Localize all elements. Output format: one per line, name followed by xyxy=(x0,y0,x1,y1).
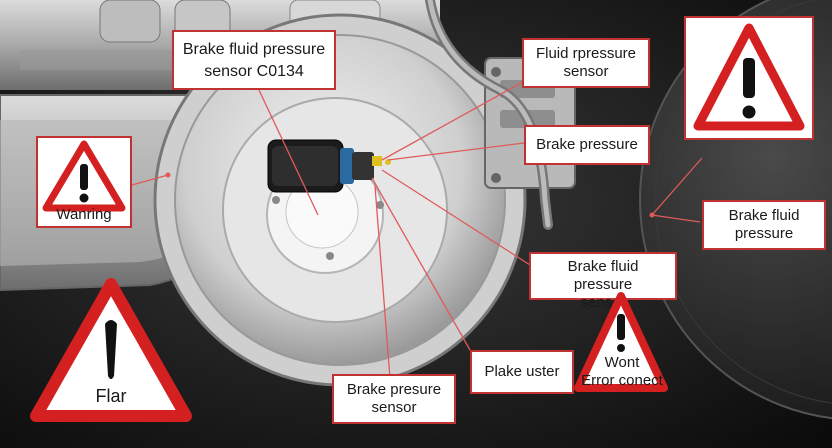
callout-line-1: Fluid rpressure xyxy=(535,45,637,62)
callout-plake-uster: Plake uster xyxy=(470,350,574,394)
callout-line-1: Brake fluid pressure xyxy=(567,258,639,293)
callout-brake-fluid-pressure-right: Brake fluid pressure xyxy=(702,200,826,250)
warning-line-1: Wont xyxy=(604,354,640,371)
callout-line-1: Brake presure xyxy=(346,381,442,398)
callout-text: Plake uster xyxy=(484,363,560,380)
callout-line-1: Brake fluid pressure xyxy=(182,41,326,58)
callout-line-2: sensor xyxy=(563,63,609,80)
exclamation-icon xyxy=(105,320,117,379)
callout-line-2: sensor C0134 xyxy=(204,63,304,80)
callout-brake-presure-sensor: Brake presure sensor xyxy=(332,374,456,424)
pressure-sensor xyxy=(267,139,391,193)
warning-caption-small-right: Wont Error conect xyxy=(570,354,674,390)
callout-fluid-rpressure-sensor: Fluid rpressure sensor xyxy=(522,38,650,88)
callout-text: Brake pressure xyxy=(536,136,638,153)
warning-triangle-icon xyxy=(42,140,126,212)
callout-brake-fluid-pressure-sensor-mid: Brake fluid pressure sensor xyxy=(529,252,677,311)
warning-caption: Wanring xyxy=(56,206,112,223)
callout-line-2: pressure xyxy=(734,225,794,242)
warning-line-2: Error conect xyxy=(581,372,663,389)
warning-triangle-small-right xyxy=(574,292,668,392)
leader-lines xyxy=(131,77,703,379)
warning-card-top-right xyxy=(684,16,814,140)
callout-line-1: Brake fluid xyxy=(728,207,800,224)
warning-triangle-large-left xyxy=(30,278,192,422)
callout-line-2: sensor xyxy=(371,399,417,416)
callout-brake-pressure: Brake pressure xyxy=(524,125,650,165)
warning-card-left: Wanring xyxy=(36,136,132,228)
warning-caption-large-left: Flar xyxy=(95,386,127,406)
warning-triangle-icon xyxy=(693,23,805,131)
callout-brake-fluid-pressure-sensor-code: Brake fluid pressure sensor C0134 xyxy=(172,30,336,90)
